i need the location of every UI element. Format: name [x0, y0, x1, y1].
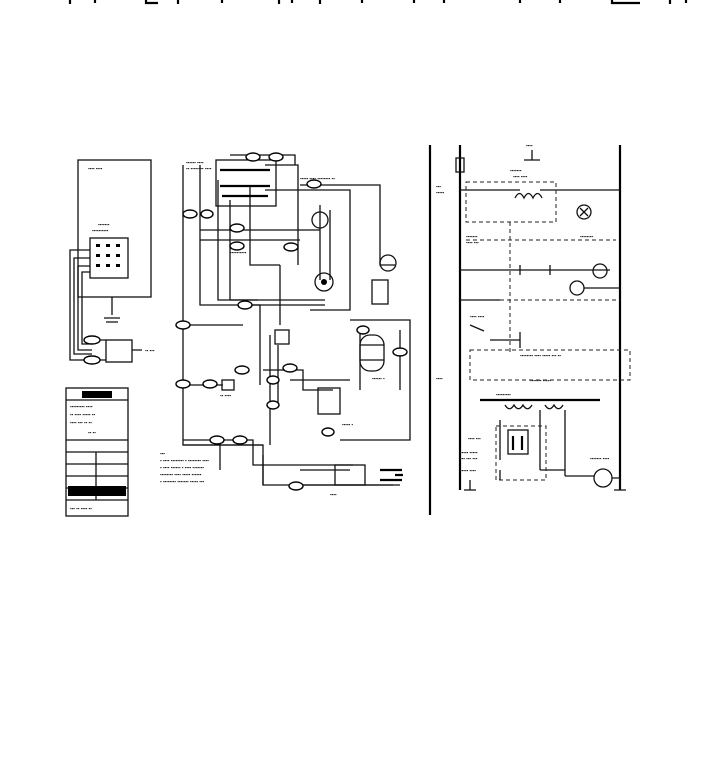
- svg-text:▪▪▪▪ ▪▪▪▪: ▪▪▪▪ ▪▪▪▪: [88, 166, 103, 171]
- right-schematic: ▪▪▪▪ ▪▪▪▪▪▪▪ ▪▪▪▪ ▪▪▪▪ ▪▪▪▪▪▪▪ ▪▪▪▪ ▪▪▪ …: [436, 143, 631, 491]
- svg-text:▪▪▪▪▪▪▪▪ ▪▪▪▪ ▪▪▪▪▪ ▪▪▪ ▪▪: ▪▪▪▪▪▪▪▪ ▪▪▪▪ ▪▪▪▪▪ ▪▪▪ ▪▪: [520, 353, 561, 358]
- svg-text:▪▪▪: ▪▪▪: [436, 184, 441, 189]
- fan-motor-icon: [311, 211, 329, 229]
- svg-text:▪▪▪▪▪▪▪: ▪▪▪▪▪▪▪: [98, 222, 110, 227]
- svg-text:▪▪▪▪ ▪▪▪▪: ▪▪▪▪ ▪▪▪▪: [513, 174, 528, 179]
- svg-text:▪▪▪▪▪▪▪▪▪: ▪▪▪▪▪▪▪▪▪: [496, 392, 511, 397]
- fuse-icon: [455, 157, 465, 173]
- svg-text:▪▪ ▪▪▪▪ ▪▪▪▪▪ ▪▪: ▪▪ ▪▪▪▪ ▪▪▪▪▪ ▪▪: [70, 412, 95, 417]
- svg-text:▪▪▪ ▪▪ ▪▪▪▪ ▪▪: ▪▪▪ ▪▪ ▪▪▪▪ ▪▪: [70, 506, 92, 511]
- control-box: ▪▪▪▪ ▪▪▪▪ ▪▪▪▪▪▪▪ ▪▪▪▪▪▪▪▪▪▪ ▪▪ ▪▪▪: [69, 159, 155, 365]
- svg-text:▪▪▪▪: ▪▪▪▪: [526, 143, 533, 148]
- center-harness: ▪▪▪▪▪▪ ▪▪▪▪ ▪▪ ▪▪▪▪▪▪▪▪ ▪▪▪▪ ▪▪▪▪▪ ▪▪▪▪ …: [160, 152, 411, 497]
- svg-text:▪ ▪▪▪▪ ▪▪▪▪▪▪ ▪ ▪▪▪▪ ▪▪▪▪▪▪▪: ▪ ▪▪▪▪ ▪▪▪▪▪▪ ▪ ▪▪▪▪ ▪▪▪▪▪▪▪: [160, 465, 204, 470]
- svg-text:▪▪▪▪: ▪▪▪▪: [436, 376, 443, 381]
- svg-text:▪ ▪▪▪▪ ▪▪▪▪▪▪▪▪ ▪ ▪▪▪▪▪▪▪▪ ▪▪▪: ▪ ▪▪▪▪ ▪▪▪▪▪▪▪▪ ▪ ▪▪▪▪▪▪▪▪ ▪▪▪▪: [160, 458, 209, 463]
- svg-text:▪▪ ▪▪▪: ▪▪ ▪▪▪: [145, 348, 155, 353]
- svg-text:▪▪▪▪ ▪▪▪: ▪▪▪▪ ▪▪▪: [468, 436, 481, 441]
- svg-text:▪▪ ▪▪▪▪: ▪▪ ▪▪▪▪: [220, 393, 231, 398]
- relay-box: [105, 339, 133, 363]
- svg-text:▪▪▪▪▪▪▪▪▪▪: ▪▪▪▪▪▪▪▪▪▪: [92, 228, 109, 233]
- magnetron-icon: [359, 334, 385, 372]
- turntable-motor-icon: [314, 272, 334, 292]
- svg-text:▪▪▪▪▪ ▪▪▪▪: ▪▪▪▪▪ ▪▪▪▪: [460, 468, 476, 473]
- svg-text:▪▪▪▪▪ ▪▪▪▪▪: ▪▪▪▪▪ ▪▪▪▪▪: [460, 450, 478, 455]
- svg-text:▪▪▪▪▪▪▪: ▪▪▪▪▪▪▪: [510, 168, 522, 173]
- svg-text:▪▪▪▪: ▪▪▪▪: [330, 492, 337, 497]
- hv-capacitor: [507, 429, 529, 455]
- rating-label-table: ▪▪▪▪▪▪▪▪▪ ▪▪▪▪ ▪▪ ▪▪▪▪ ▪▪▪▪▪ ▪▪ ▪▪▪▪ ▪▪▪…: [65, 387, 129, 517]
- rating-stamp: [68, 486, 126, 496]
- svg-text:▪▪▪▪ ▪▪▪▪: ▪▪▪▪ ▪▪▪▪: [470, 314, 485, 319]
- svg-text:▪ ▪▪▪▪▪▪▪▪ ▪▪▪▪▪▪▪ ▪▪▪▪▪ ▪▪▪: ▪ ▪▪▪▪▪▪▪▪ ▪▪▪▪▪▪▪ ▪▪▪▪▪ ▪▪▪: [160, 479, 205, 484]
- fan-motor-symbol: [592, 263, 608, 279]
- lamp-icon: [379, 254, 397, 272]
- timer-terminal-block: [215, 159, 277, 207]
- svg-text:▪▪▪▪▪▪▪▪▪▪: ▪▪▪▪▪▪▪▪▪▪: [230, 250, 247, 255]
- svg-text:▪▪▪▪ ▪▪▪: ▪▪▪▪ ▪▪▪: [466, 240, 479, 245]
- svg-text:▪▪▪▪▪▪▪▪▪ ▪▪▪▪: ▪▪▪▪▪▪▪▪▪ ▪▪▪▪: [70, 404, 93, 409]
- oven-lamp-icon: [576, 204, 592, 220]
- svg-text:▪▪▪▪▪▪ ▪: ▪▪▪▪▪▪ ▪: [372, 376, 385, 381]
- svg-text:▪▪▪▪▪▪▪: ▪▪▪▪▪▪▪: [466, 234, 478, 239]
- svg-text:▪▪▪▪▪▪▪▪ ▪▪▪▪ ▪▪▪▪▪ ▪▪▪▪▪▪: ▪▪▪▪▪▪▪▪ ▪▪▪▪ ▪▪▪▪▪ ▪▪▪▪▪▪: [160, 472, 202, 477]
- svg-text:▪▪▪▪▪▪▪ ▪▪▪▪▪: ▪▪▪▪▪▪▪ ▪▪▪▪▪: [530, 378, 551, 383]
- svg-text:▪▪▪▪▪▪▪▪: ▪▪▪▪▪▪▪▪: [580, 234, 593, 239]
- svg-text:▪▪▪▪▪ ▪: ▪▪▪▪▪ ▪: [342, 422, 353, 427]
- magnetron-symbol: [593, 468, 613, 488]
- turntable-motor-symbol: [569, 280, 585, 296]
- top-edge-fragments: [68, 0, 688, 5]
- svg-text:▪▪▪ ▪▪▪ ▪▪▪: ▪▪▪ ▪▪▪ ▪▪▪: [460, 456, 478, 461]
- connector-markers: [175, 152, 408, 491]
- svg-text:▪▪ ▪▪▪▪▪▪▪▪ ▪▪▪▪: ▪▪ ▪▪▪▪▪▪▪▪ ▪▪▪▪: [186, 166, 212, 171]
- svg-text:▪▪▪▪▪▪ ▪▪▪▪: ▪▪▪▪▪▪ ▪▪▪▪: [186, 160, 204, 165]
- svg-text:▪▪▪▪ ▪▪▪ ▪▪ ▪▪: ▪▪▪▪ ▪▪▪ ▪▪ ▪▪: [70, 420, 92, 425]
- svg-text:▪▪▪: ▪▪▪: [160, 451, 165, 456]
- svg-text:▪▪▪▪▪▪▪ ▪▪▪▪: ▪▪▪▪▪▪▪ ▪▪▪▪: [590, 456, 610, 461]
- svg-text:▪▪▪▪▪ ▪▪▪▪ ▪▪▪▪▪▪▪▪ ▪▪: ▪▪▪▪▪ ▪▪▪▪ ▪▪▪▪▪▪▪▪ ▪▪: [300, 176, 335, 181]
- svg-text:▪▪ ▪▪: ▪▪ ▪▪: [88, 430, 96, 435]
- svg-text:▪▪▪▪▪: ▪▪▪▪▪: [436, 190, 445, 195]
- transformer-box: [317, 387, 341, 415]
